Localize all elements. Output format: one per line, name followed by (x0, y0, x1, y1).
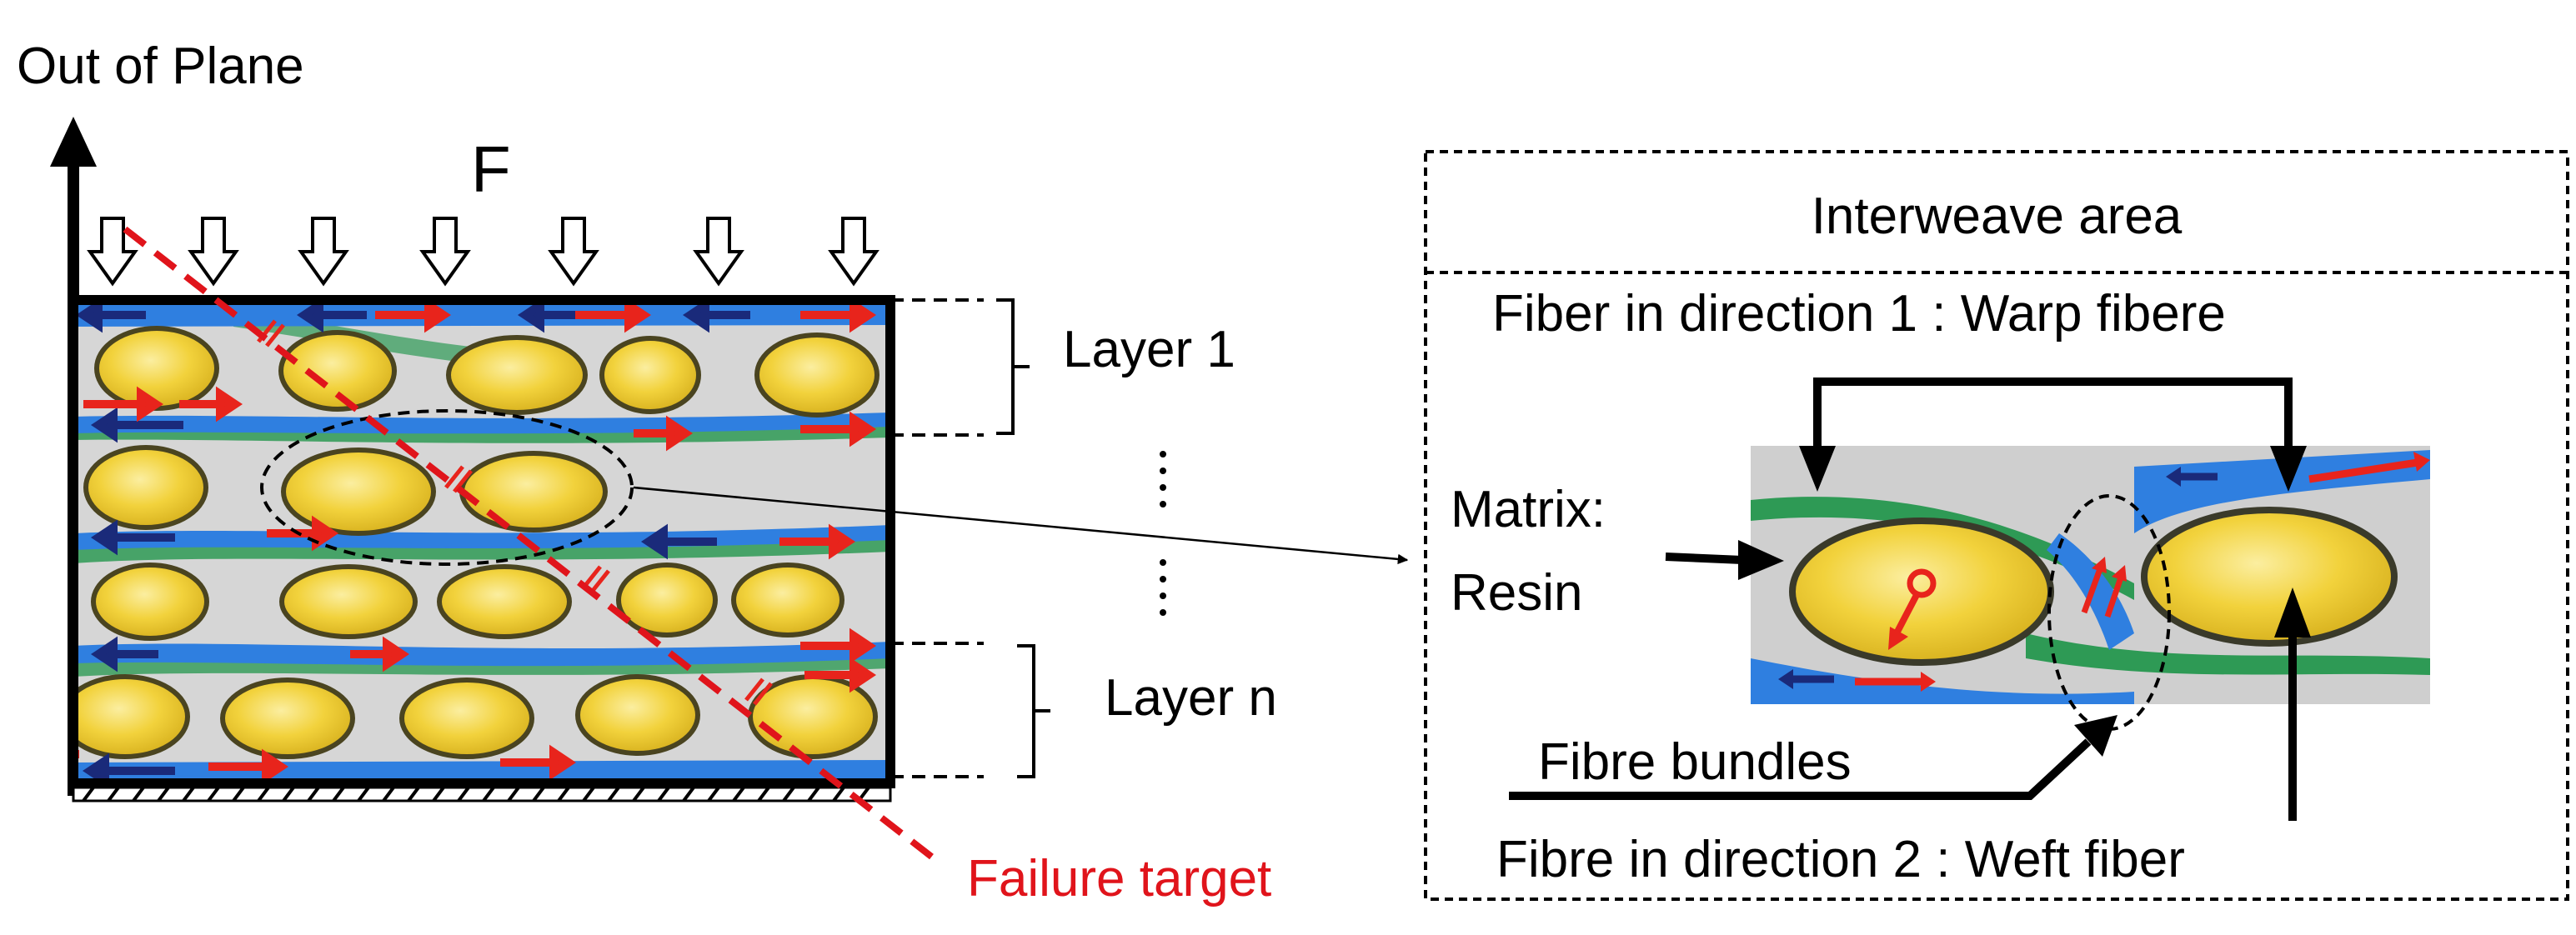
interweave-detail (1751, 446, 2430, 704)
red-direction-arrows (73, 300, 877, 783)
interweave-panel: Interweave area Fiber in direction 1 : W… (1424, 150, 2569, 901)
failure-target-label: Failure target (967, 850, 1271, 908)
fibre-bundles-pointer-arrow-icon (2074, 715, 2117, 757)
interweave-highlight-ellipse (260, 409, 634, 566)
out-of-plane-label: Out of Plane (17, 38, 304, 95)
fibre-ellipse (754, 332, 880, 418)
fibre-ellipse (575, 674, 700, 756)
weft-fibre-caption: Fibre in direction 2 : Weft fiber (1496, 831, 2185, 888)
fibre-ellipse (279, 564, 418, 639)
layer-n-label: Layer n (1105, 669, 1277, 727)
force-label: F (471, 132, 511, 206)
laminate-frame (68, 295, 895, 788)
fibre-ellipse (616, 562, 718, 638)
load-arrow-icon (693, 217, 744, 287)
load-arrow-icon (419, 217, 471, 287)
matrix-pointer-line (1665, 552, 1743, 564)
fibre-bundles-label: Fibre bundles (1538, 733, 1852, 791)
fibre-ellipse (437, 564, 572, 639)
zoom-connector-line (633, 486, 1409, 565)
load-arrow-icon (87, 217, 138, 287)
load-arrow-icon (298, 217, 349, 287)
laminate-base (72, 786, 892, 802)
matrix-label-line1: Matrix: (1451, 481, 1606, 538)
fibre-ellipse (446, 335, 588, 415)
fibre-ellipse (91, 562, 209, 641)
load-arrow-icon (188, 217, 239, 287)
axis-arrowhead-icon (50, 117, 97, 167)
laminate-body (73, 300, 890, 783)
weft-pointer-arrow-icon (2274, 588, 2311, 638)
fibre-bundles-section (73, 326, 880, 759)
fibre-ellipse (73, 674, 190, 759)
fibre-bundles-pointer-line (1509, 738, 2092, 800)
matrix-label-line2: Resin (1451, 564, 1583, 622)
load-arrow-icon (828, 217, 880, 287)
layer-bracket-1 (890, 298, 1030, 437)
fibre-ellipse (459, 451, 608, 532)
warp-fibre-caption: Fiber in direction 1 : Warp fibere (1492, 285, 2226, 342)
navy-direction-arrows (75, 300, 750, 783)
fibre-ellipse (94, 326, 219, 411)
fibre-ellipse (83, 445, 208, 530)
warp-bracket-arrows (1799, 378, 2307, 492)
load-arrows (87, 217, 880, 287)
layer-1-label: Layer 1 (1063, 321, 1235, 378)
matrix-pointer-arrow-icon (1738, 540, 1784, 580)
down-arrow-icon (2270, 446, 2307, 492)
layer-bracket-n (890, 642, 1050, 778)
fibre-ellipse (399, 678, 534, 759)
down-arrow-icon (1799, 446, 1836, 492)
failure-target-line (123, 226, 936, 862)
fibre-ellipse (220, 678, 355, 759)
vertical-ellipsis-icon (1160, 451, 1166, 616)
fibre-ellipse (731, 562, 844, 638)
load-arrow-icon (548, 217, 599, 287)
fibre-ellipse (278, 330, 397, 412)
interweave-title: Interweave area (1812, 188, 2183, 245)
laminate-panel: Out of Plane F (17, 38, 1409, 908)
fibre-ellipse (599, 336, 701, 414)
fibre-ellipse (281, 448, 436, 536)
